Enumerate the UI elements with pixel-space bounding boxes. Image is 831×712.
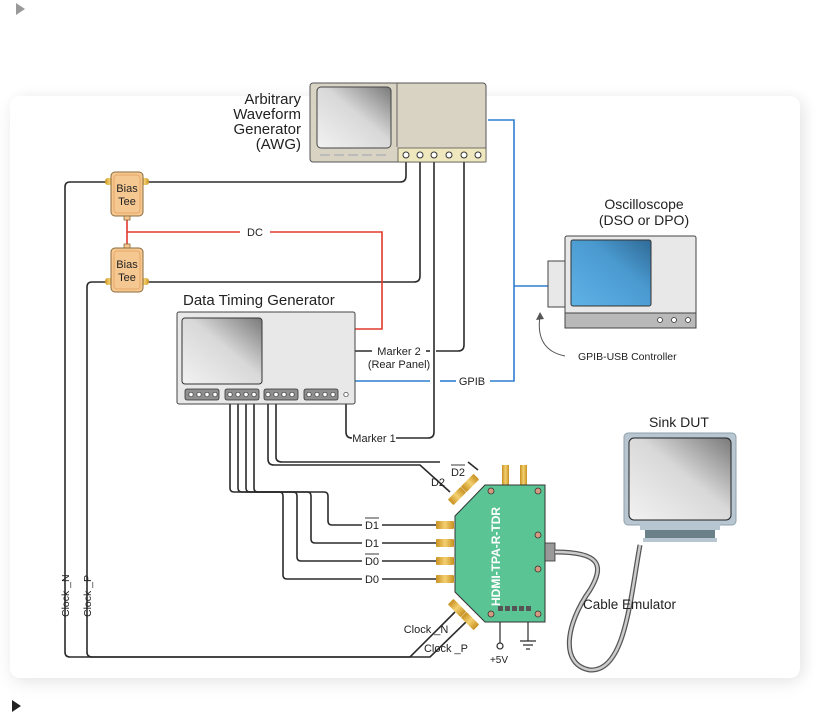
awg-screen — [316, 86, 392, 149]
gpib-usb-pointer — [538, 315, 566, 357]
expand-toggle-bottom[interactable] — [12, 700, 21, 712]
wire-awg-to-biastee-top — [145, 158, 407, 183]
marker2-label: Marker 2 — [377, 346, 420, 358]
d0-bar-label: D0 — [365, 556, 379, 568]
oscilloscope-screen — [570, 239, 652, 307]
oscilloscope-label: Oscilloscope — [604, 196, 684, 212]
awg-ports — [402, 151, 482, 159]
gpib-usb-label: GPIB-USB Controller — [578, 351, 677, 363]
d2-bar-label: D2 — [451, 467, 465, 479]
awg-label-line: Waveform — [233, 106, 301, 123]
dtg-instrument[interactable] — [176, 311, 356, 405]
cable-emulator-label: Cable Emulator — [583, 597, 677, 612]
bias-tee-bottom[interactable]: Bias Tee — [105, 243, 149, 293]
wire-clock-p — [92, 619, 469, 658]
marker1-label: Marker 1 — [352, 433, 395, 445]
clock-n-vertical-label: Clock _N — [60, 574, 72, 617]
oscilloscope-label: (DSO or DPO) — [599, 212, 689, 228]
wire-marker1-left — [345, 397, 353, 439]
wire-clock-n — [64, 181, 456, 658]
clock-p-vertical-label: Clock _P — [82, 575, 94, 617]
awg-label-line: Generator — [233, 121, 301, 138]
awg-label-line: (AWG) — [256, 136, 301, 153]
fixture-cable-connector — [544, 542, 556, 562]
dtg-port-groups — [184, 388, 339, 401]
oscilloscope-knobs — [657, 317, 691, 323]
bias-tee-label: Bias — [116, 183, 138, 195]
power-label: +5V — [490, 655, 508, 666]
sink-dut-monitor[interactable] — [623, 432, 737, 542]
sink-screen — [628, 437, 732, 521]
clock-p-label: Clock _P — [424, 643, 468, 655]
wire-marker1-right — [396, 158, 435, 439]
pointer-arrowhead — [536, 312, 544, 320]
signal-wires — [64, 158, 479, 658]
awg-label-line: Arbitrary — [244, 91, 301, 108]
d2-label: D2 — [431, 477, 445, 489]
power-ground — [496, 622, 536, 650]
dtg-label: Data Timing Generator — [183, 292, 335, 309]
awg-buttons — [320, 154, 386, 156]
fixture-label: HDMI-TPA-R-TDR — [489, 507, 503, 606]
awg-instrument[interactable] — [309, 82, 487, 163]
bias-tee-label: Tee — [118, 272, 136, 284]
d1-label: D1 — [365, 538, 379, 550]
sink-dut-label: Sink DUT — [649, 414, 709, 430]
dc-wire — [126, 220, 383, 330]
awg-port-panel — [397, 147, 487, 163]
gpib-label: GPIB — [459, 376, 485, 388]
dtg-screen — [181, 317, 263, 385]
fixture-screws — [487, 487, 542, 618]
dc-label: DC — [247, 227, 263, 239]
d1-bar-label: D1 — [365, 520, 379, 532]
bias-tee-top[interactable]: Bias Tee — [105, 171, 149, 221]
gpib-wire — [355, 119, 548, 382]
bias-tee-label: Tee — [118, 196, 136, 208]
wire-awg-to-biastee-bottom — [145, 158, 421, 283]
fixture-pin-header — [498, 606, 531, 611]
d0-label: D0 — [365, 574, 379, 586]
bias-tee-label: Bias — [116, 259, 138, 271]
gpib-usb-adapter — [547, 260, 567, 308]
clock-n-label: Clock _N — [404, 624, 449, 636]
expand-toggle-top[interactable] — [16, 3, 25, 15]
wire-marker2-right — [436, 158, 465, 352]
dtg-ports — [188, 391, 349, 398]
oscilloscope-instrument[interactable] — [547, 235, 705, 329]
awg-label: Arbitrary Waveform Generator (AWG) — [233, 91, 301, 153]
marker2-note: (Rear Panel) — [368, 359, 430, 371]
hdmi-fixture[interactable]: HDMI-TPA-R-TDR — [436, 465, 556, 630]
